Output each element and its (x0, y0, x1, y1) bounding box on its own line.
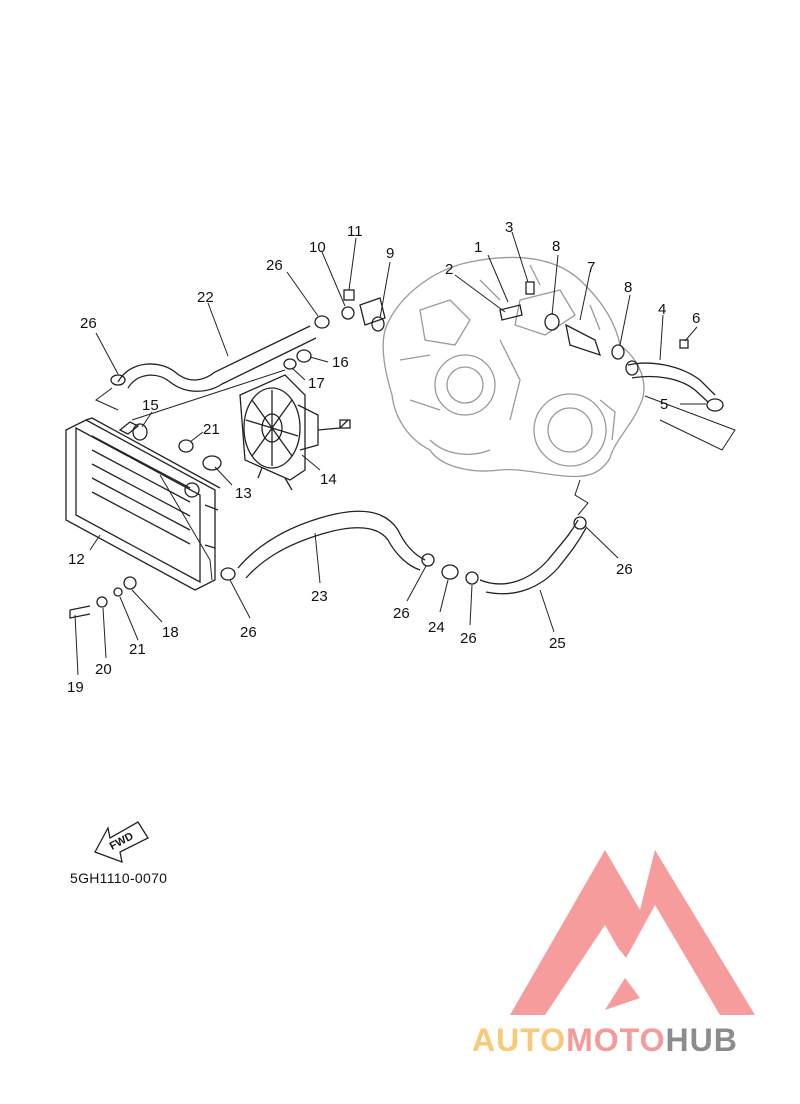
clamp-icon (110, 374, 126, 386)
bolt-icon (343, 289, 355, 301)
callout-7: 7 (587, 259, 595, 276)
callout-15: 15 (142, 397, 159, 414)
callout-2: 2 (445, 261, 453, 278)
washer-icon (283, 358, 297, 370)
fitting-icon (341, 306, 355, 320)
clamp-icon (465, 571, 479, 585)
watermark-part-auto: AUTO (472, 1022, 567, 1058)
small-parts (69, 281, 724, 619)
callout-19: 19 (67, 679, 84, 696)
callout-25: 25 (549, 635, 566, 652)
callout-5: 5 (660, 396, 668, 413)
callout-21a: 21 (129, 641, 146, 658)
callout-26a: 26 (80, 315, 97, 332)
callout-11: 11 (347, 223, 363, 240)
callout-17: 17 (308, 375, 325, 392)
callout-21b: 21 (203, 421, 220, 438)
watermark-part-hub: HUB (665, 1022, 738, 1058)
callout-8a: 8 (552, 238, 560, 255)
callout-16: 16 (332, 354, 349, 371)
callouts: 1 2 3 4 5 6 7 8 8 9 10 11 12 13 14 15 16… (67, 219, 700, 696)
diagram-code: 5GH1110-0070 (70, 870, 168, 886)
callout-20: 20 (95, 661, 112, 678)
clamp-icon (421, 553, 435, 567)
bolt-icon (296, 349, 312, 363)
callout-26e: 26 (460, 630, 477, 647)
callout-3: 3 (505, 219, 513, 236)
callout-26d: 26 (393, 605, 410, 622)
grommet-icon (178, 439, 194, 453)
callout-26b: 26 (266, 257, 283, 274)
callout-26c: 26 (240, 624, 257, 641)
radiator-cap-icon (202, 455, 222, 471)
fitting-icon (499, 304, 523, 321)
washer-icon (96, 596, 108, 608)
bolt-icon (525, 281, 535, 295)
fitting-icon (441, 564, 459, 580)
o-ring-icon (706, 398, 724, 412)
callout-26f: 26 (616, 561, 633, 578)
bracket-icon (132, 423, 148, 441)
callout-22: 22 (197, 289, 214, 306)
engine-illustration (382, 256, 645, 478)
callout-12: 12 (68, 551, 85, 568)
fwd-arrow-icon: FWD (94, 821, 149, 864)
clamp-icon (611, 344, 625, 360)
clamp-icon (314, 315, 330, 329)
watermark-text: AUTOMOTOHUB (472, 1022, 738, 1059)
clamp-icon (220, 567, 236, 581)
callout-24: 24 (428, 619, 445, 636)
watermark-part-moto: MOTO (566, 1022, 666, 1058)
fan-illustration (239, 374, 351, 491)
clamp-icon (544, 313, 560, 331)
radiator-illustration (65, 417, 221, 591)
callout-10: 10 (309, 239, 326, 256)
callout-18: 18 (162, 624, 179, 641)
thermostat-icon (371, 316, 385, 332)
callout-6: 6 (692, 310, 700, 327)
collar-icon (113, 587, 123, 597)
thermostat-cover-icon (359, 297, 386, 326)
hose-end-icon (625, 360, 639, 376)
callout-4: 4 (658, 301, 666, 318)
clamp-icon (573, 516, 587, 530)
callout-23: 23 (311, 588, 328, 605)
bolt-icon (69, 605, 91, 619)
bolt-icon (679, 339, 689, 349)
callout-9: 9 (386, 245, 394, 262)
callout-14: 14 (320, 471, 337, 488)
hoses (117, 323, 716, 595)
grommet-icon (123, 576, 137, 590)
leader-lines (74, 231, 736, 676)
watermark-logo-icon (510, 850, 755, 1015)
callout-8b: 8 (624, 279, 632, 296)
callout-1: 1 (474, 239, 482, 256)
callout-13: 13 (235, 485, 252, 502)
